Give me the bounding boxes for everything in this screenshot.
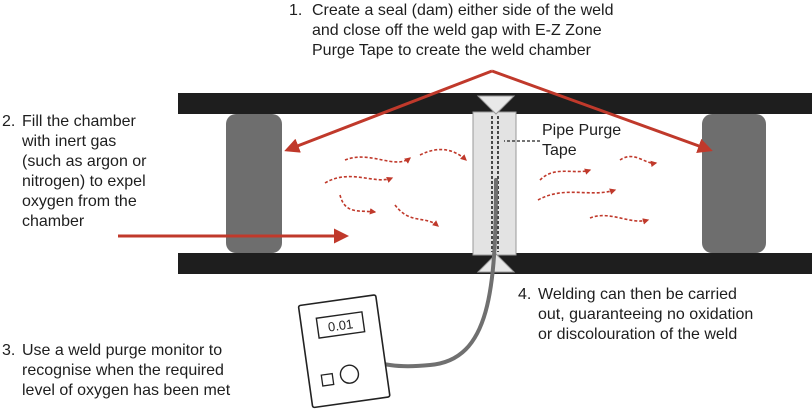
monitor-reading: 0.01 — [327, 316, 354, 334]
step-2-line: chamber — [22, 213, 85, 230]
step-3-number: 3. — [2, 342, 16, 359]
monitor-display — [315, 311, 366, 339]
gas-flow-line — [419, 148, 467, 161]
gas-flow-line — [344, 156, 412, 164]
step-2-line: (such as argon or — [22, 153, 147, 170]
gas-flow-line — [324, 175, 394, 184]
step-2-line: Fill the chamber — [22, 113, 136, 130]
gas-flow-line — [619, 155, 658, 168]
step-2-line: oxygen from the — [22, 193, 137, 210]
gas-flow-line — [394, 204, 439, 227]
weld-gap-bottom — [476, 253, 516, 273]
seal-arrow-left — [284, 69, 493, 153]
step-3-line: recognise when the required — [22, 362, 224, 379]
seal-arrow-right — [491, 69, 713, 153]
gas-flow-line — [589, 214, 650, 225]
weld-gap-top — [476, 95, 516, 115]
dam-right — [702, 114, 766, 253]
step-2-number: 2. — [2, 113, 16, 130]
step-2-line: with inert gas — [22, 133, 117, 150]
gas-flow-line — [537, 188, 617, 201]
step-4-line: out, guaranteeing no oxidation — [538, 306, 754, 323]
step-1-line: Purge Tape to create the weld chamber — [312, 42, 591, 59]
step-3-line: Use a weld purge monitor to — [22, 342, 223, 359]
step-4-line: or discolouration of the weld — [538, 326, 738, 343]
monitor-knob — [339, 364, 360, 384]
step-3-line: level of oxygen has been met — [22, 382, 231, 399]
step-1-line: Create a seal (dam) either side of the w… — [312, 2, 614, 19]
gas-flow-line — [539, 168, 592, 181]
step-1-line: and close off the weld gap with E-Z Zone — [312, 22, 602, 39]
monitor-button — [320, 372, 335, 387]
gas-flow-line — [339, 194, 377, 215]
dam-left — [226, 114, 282, 253]
step-4-line: Welding can then be carried — [538, 286, 737, 303]
weld-purge-monitor: 0.01 — [297, 294, 391, 409]
step-2-line: nitrogen) to expel — [22, 173, 146, 190]
step-4-number: 4. — [518, 286, 532, 303]
step-1-number: 1. — [289, 2, 303, 19]
